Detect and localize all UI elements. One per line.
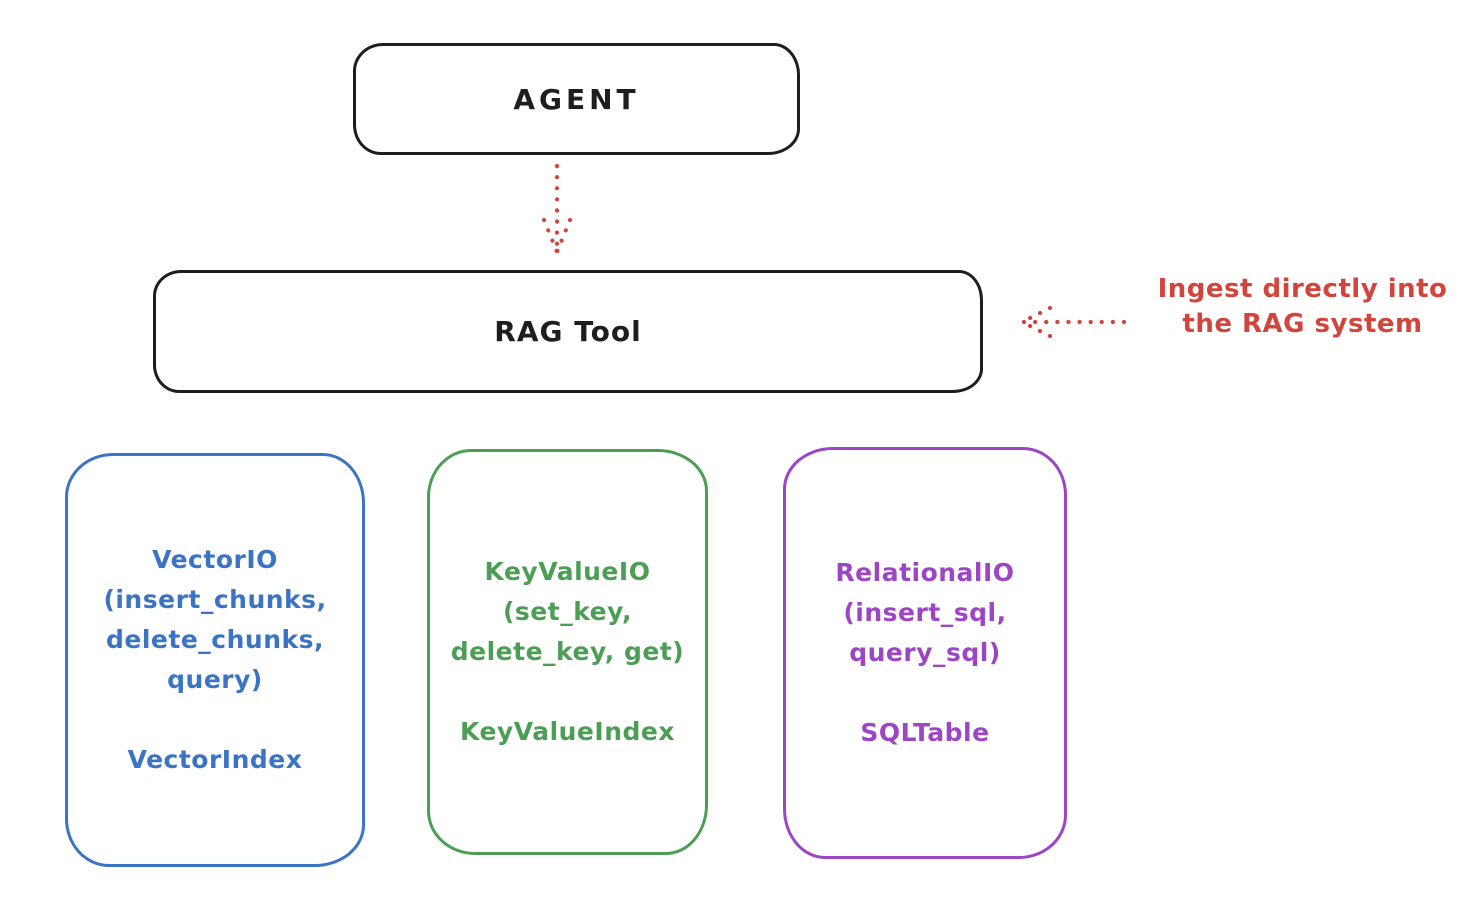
arrow-down-icon: [541, 163, 573, 255]
store-line: (insert_sql,: [843, 598, 1007, 627]
store-line: (insert_chunks,: [103, 585, 327, 614]
store-node-vectorio: VectorIO (insert_chunks, delete_chunks, …: [65, 453, 365, 867]
store-line: query): [167, 665, 263, 694]
rag-tool-node: RAG Tool: [153, 270, 983, 393]
store-node-relationalio: RelationalIO (insert_sql, query_sql) SQL…: [783, 447, 1067, 859]
store-line: KeyValueIO: [484, 557, 651, 586]
store-line: delete_chunks,: [106, 625, 324, 654]
agent-node: AGENT: [353, 43, 800, 155]
store-line: VectorIO: [152, 545, 278, 574]
store-index-label: KeyValueIndex: [460, 717, 675, 746]
store-line: RelationalIO: [835, 558, 1015, 587]
ingest-annotation: Ingest directly into the RAG system: [1125, 272, 1480, 342]
annotation-line-1: Ingest directly into: [1157, 274, 1448, 304]
store-line: delete_key, get): [450, 637, 685, 666]
store-line: query_sql): [849, 638, 1001, 667]
agent-label: AGENT: [513, 82, 640, 116]
rag-tool-label: RAG Tool: [494, 315, 642, 348]
store-node-keyvalueio: KeyValueIO (set_key, delete_key, get) Ke…: [427, 449, 708, 855]
store-index-label: SQLTable: [860, 718, 990, 747]
annotation-line-2: the RAG system: [1182, 309, 1423, 339]
store-index-label: VectorIndex: [127, 745, 303, 774]
store-line: (set_key,: [503, 597, 632, 626]
arrow-left-icon: [1019, 305, 1127, 339]
